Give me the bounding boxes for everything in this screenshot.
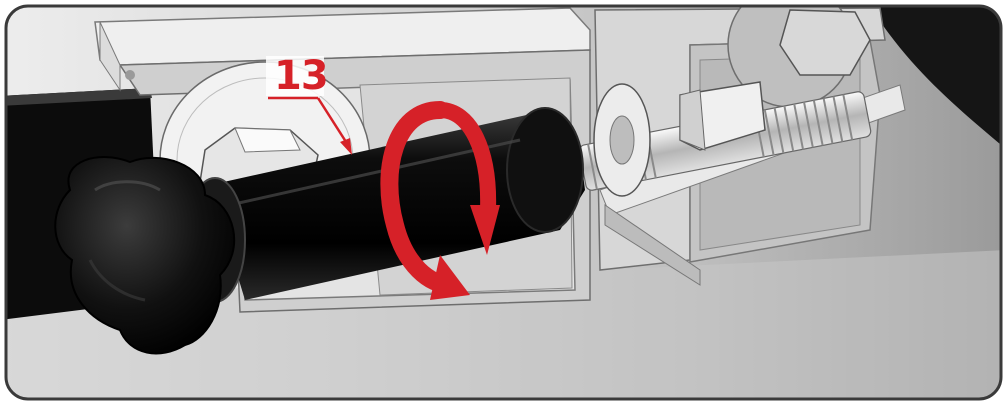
right-nut: [779, 9, 871, 76]
coupling-nut: [679, 81, 766, 151]
callout-leader-arrow-icon: [268, 96, 352, 155]
illustration-frame: [4, 4, 1003, 401]
clockwise-rotation-arrow-icon: [380, 101, 500, 300]
callout-label-13: 13: [274, 53, 329, 99]
star-knob: [54, 156, 236, 355]
black-band-right: [870, 6, 1001, 150]
callout-label-backing: [266, 56, 324, 96]
